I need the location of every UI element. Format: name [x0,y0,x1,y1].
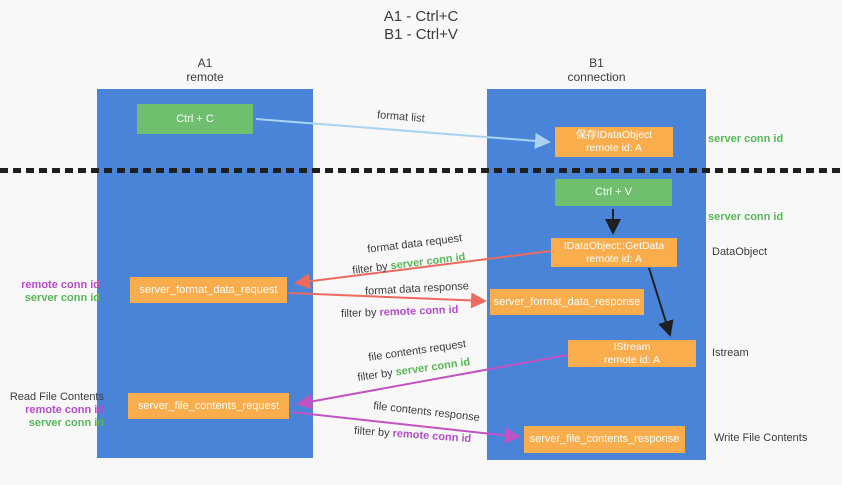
filter-prefix: filter by [356,366,397,384]
node-server-format-data-request: server_format_data_request [130,277,287,303]
message-file-contents-response-filter: filter by remote conn id [354,425,472,445]
node-server-file-contents-request: server_file_contents_request [128,393,289,419]
label-group-read-file: Read File Contents remote conn id server… [0,391,104,430]
node-server-format-data-request-label: server_format_data_request [139,283,278,296]
lifeline-a1-id: A1 [197,56,213,70]
node-ctrl-c: Ctrl + C [137,104,253,134]
label-server-conn-id-top: server conn id [708,133,784,145]
label-server-conn-id-format: server conn id [24,292,100,304]
label-remote-conn-id-format: remote conn id [21,279,100,291]
lifeline-header-b1: B1 connection [487,56,706,84]
node-save-idataobject-remote-id: remote id: A [585,142,643,154]
message-format-data-response-filter: filter by remote conn id [341,304,459,320]
filter-value-server-conn-id: server conn id [394,356,472,379]
node-getdata-title: IDataObject::GetData [563,239,665,252]
lifeline-b1-id: B1 [589,56,604,70]
message-format-data-response: format data response [364,280,470,298]
diagram-title: A1 - Ctrl+C B1 - Ctrl+V [0,8,842,44]
label-read-file-contents: Read File Contents [9,391,104,403]
label-server-conn-id-mid: server conn id [708,211,784,223]
lifeline-b1-role: connection [567,70,626,84]
filter-value-server-conn-id: server conn id [389,251,467,273]
title-line-ctrl-c: A1 - Ctrl+C [383,8,459,25]
label-remote-conn-id-file: remote conn id [25,404,104,416]
node-idataobject-getdata: IDataObject::GetData remote id: A [551,238,677,267]
node-save-idataobject-title: 保存IDataObject [575,129,653,141]
filter-value-remote-conn-id: remote conn id [379,303,459,319]
node-istream: IStream remote id: A [568,340,696,367]
node-server-file-contents-request-label: server_file_contents_request [137,399,280,412]
node-server-file-contents-response-label: server_file_contents_response [529,433,680,445]
label-write-file-contents: Write File Contents [714,432,808,444]
message-format-list: format list [376,109,426,125]
node-getdata-remote-id: remote id: A [585,252,643,265]
message-file-contents-response: file contents response [372,399,481,425]
node-save-idataobject: 保存IDataObject remote id: A [555,127,673,157]
node-ctrl-v: Ctrl + V [555,179,672,206]
lifeline-header-a1: A1 remote [97,56,313,84]
title-line-ctrl-v: B1 - Ctrl+V [384,26,458,43]
label-dataobject: DataObject [712,246,768,258]
label-istream: Istream [712,347,749,359]
node-istream-remote-id: remote id: A [603,353,661,366]
label-server-conn-id-file: server conn id [28,417,104,429]
phase-separator-dotted-line [0,168,842,173]
node-server-format-data-response: server_format_data_response [490,289,644,315]
filter-prefix: filter by [351,260,392,277]
lifeline-a1-role: remote [186,70,224,84]
node-ctrl-v-label: Ctrl + V [595,186,632,198]
node-server-file-contents-response: server_file_contents_response [524,426,685,453]
filter-prefix: filter by [340,306,380,321]
node-ctrl-c-label: Ctrl + C [176,112,214,125]
filter-value-remote-conn-id: remote conn id [392,427,472,446]
node-istream-title: IStream [613,340,651,353]
label-group-format-conn-ids: remote conn id server conn id [0,279,100,305]
node-server-format-data-response-label: server_format_data_response [493,295,641,308]
filter-prefix: filter by [353,424,393,440]
